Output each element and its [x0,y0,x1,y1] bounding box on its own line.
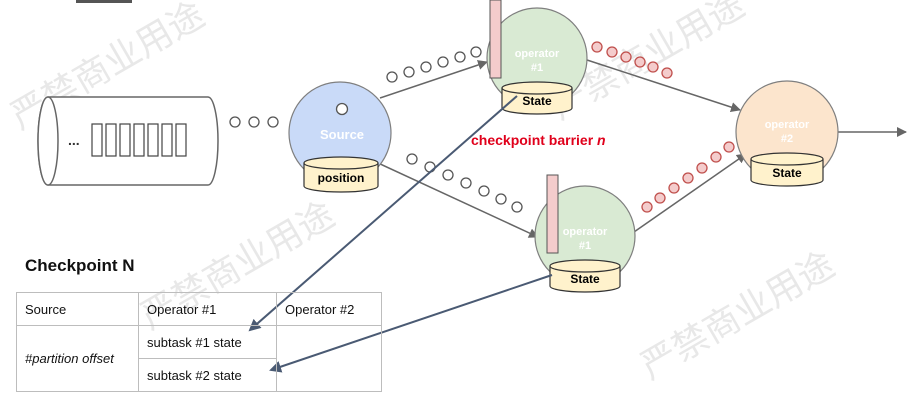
watermark-text-4: 严禁商业用途 [634,244,842,388]
source-node: Source position [288,81,392,193]
arrow-op1bottom-op2 [633,153,747,233]
source-store-label: position [318,171,365,185]
table-header-row: Source Operator #1 Operator #2 [16,292,382,326]
op2-line1: operator [765,119,810,131]
table-row: subtask #2 state [17,358,382,392]
queue-ellipsis: ... [68,132,80,148]
records-op1top-to-op2 [591,41,673,79]
header-operator2: Operator #2 [276,292,382,326]
operator1-bottom-node: operator #1 State [534,174,636,293]
op2-line2: #2 [781,133,793,145]
subtask2-state-cell: subtask #2 state [138,358,277,392]
arrow-source-op1bottom [377,162,539,238]
op1-bottom-line1: operator [563,226,608,238]
op2-store-label: State [772,166,802,180]
operator2-empty-cell [276,325,382,392]
arrow-op1top-op2 [586,59,741,112]
barrier-bottom [546,174,559,254]
source-label: Source [320,127,364,142]
checkpoint-table: Source Operator #1 Operator #2 #partitio… [16,292,382,392]
snapshot-arrow-op1-top [248,95,518,332]
barrier-top [489,0,502,79]
op1-bottom-line2: #1 [579,240,591,252]
subtask1-state-cell: subtask #1 state [138,325,277,359]
records-to-op1-top [386,46,482,83]
op1-top-line2: #1 [531,62,543,74]
op1-top-state-store: State [501,81,573,115]
partition-offset-cell: #partition offset [16,325,139,392]
table-row: #partition offset subtask #1 state [16,325,382,392]
queue-slots [91,123,187,157]
op1-top-line1: operator [515,48,560,60]
source-state-store: position [303,156,379,193]
op1-bottom-store-label: State [570,272,600,286]
source-record-dot [335,102,349,116]
operator1-top-node: operator #1 State [486,0,588,115]
operator2-node: operator #2 State [735,80,839,187]
arrow-source-op1top [379,60,488,99]
records-op1bottom-to-op2 [641,141,735,213]
header-operator1: Operator #1 [138,292,277,326]
op2-state-store: State [750,152,824,187]
checkpoint-title: Checkpoint N [25,256,135,275]
records-queue-to-source [229,116,279,128]
checkpoint-barrier-label: checkpoint barrier n [471,132,606,148]
header-source: Source [16,292,139,326]
op1-bottom-state-store: State [549,259,621,293]
top-left-bar [76,0,132,3]
op1-top-store-label: State [522,94,552,108]
input-queue: ... [37,96,219,186]
